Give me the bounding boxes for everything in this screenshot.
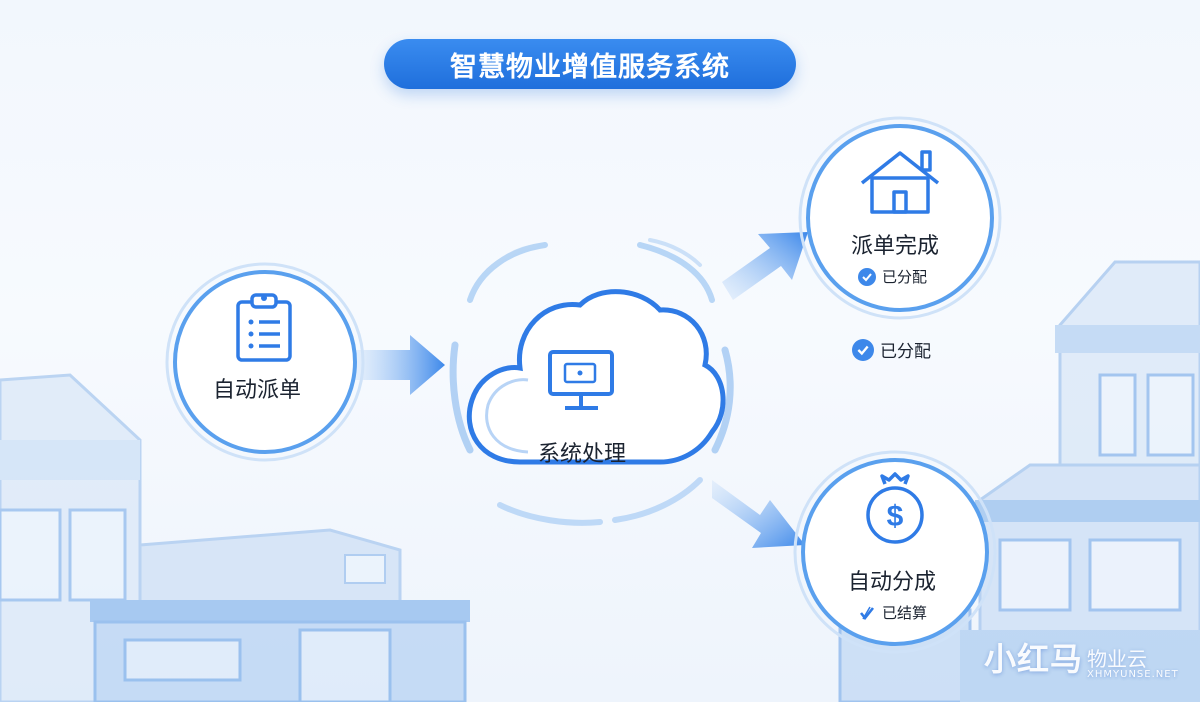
house-icon [860,150,940,214]
dispatch-node-label: 自动派单 [213,378,302,403]
right-buildings [838,260,1200,702]
revenue-status: 已结算 [858,602,927,623]
arrow-to-revenue [712,480,805,548]
complete-status: 已分配 [858,266,927,287]
money-bag-icon [866,472,924,544]
floating-status: 已分配 [852,337,931,362]
arrow-to-complete [722,232,808,300]
cloud-swirl [449,238,734,526]
complete-status-text: 已分配 [882,268,928,286]
settled-check-icon [858,604,876,622]
complete-node-label: 派单完成 [851,234,940,259]
monitor-icon [548,350,614,410]
check-circle-icon [858,267,876,286]
dollar-glyph: $ [887,500,904,533]
dispatch-node-ring [173,270,357,454]
complete-node-ring [806,124,994,312]
floating-status-text: 已分配 [880,342,931,362]
watermark-sub: 物业云 [1087,646,1148,671]
process-node-label: 系统处理 [538,442,627,467]
clipboard-list-icon [236,293,292,362]
brand-watermark: 小红马 物业云 XHMYUNSE.NET [984,634,1179,680]
revenue-node-ring [801,458,989,646]
watermark-sub-group: 物业云 XHMYUNSE.NET [1087,646,1179,681]
left-buildings [0,373,470,702]
watermark-url: XHMYUNSE.NET [1087,668,1179,680]
check-circle-icon [852,338,874,361]
revenue-status-text: 已结算 [882,604,928,622]
revenue-node-label: 自动分成 [848,570,937,595]
watermark-main: 小红马 [984,640,1084,678]
flow-arrows [355,232,808,548]
page-title: 智慧物业增值服务系统 [384,39,796,89]
arrow-to-process [355,335,445,395]
